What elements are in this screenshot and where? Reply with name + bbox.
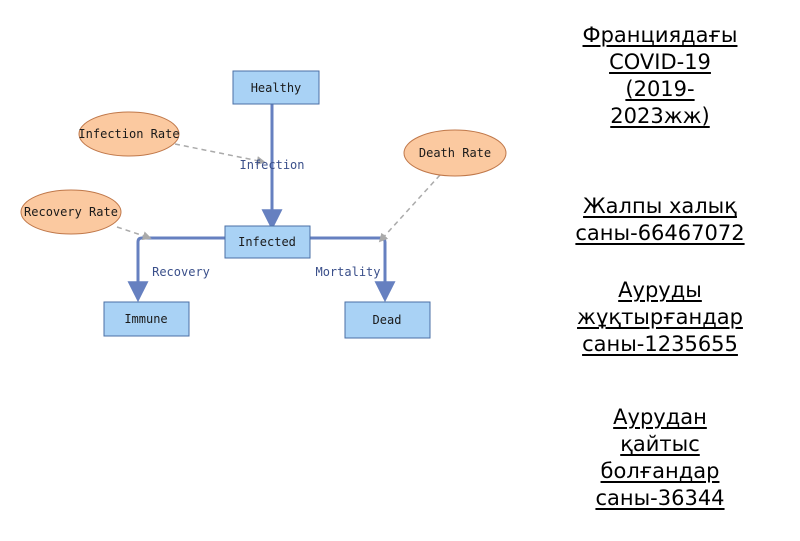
title-line-2: COVID-19 xyxy=(609,50,711,74)
recovery-rate-link xyxy=(116,226,152,240)
deaths-count-block: Аурудан қайтыс болғандар саны-36344 xyxy=(545,404,775,512)
infection-rate-oval: Infection Rate xyxy=(78,111,180,157)
title-line-1: Франциядағы xyxy=(582,23,738,47)
recovery-rate-oval: Recovery Rate xyxy=(20,189,122,235)
recovery-flow-label: Recovery xyxy=(152,265,210,279)
healthy-label: Healthy xyxy=(251,81,302,95)
infected-line-3: саны-1235655 xyxy=(582,332,738,356)
deaths-line-2: қайтыс xyxy=(620,432,700,456)
death-rate-label: Death Rate xyxy=(419,146,491,160)
deaths-line-1: Аурудан xyxy=(613,405,707,429)
infected-count-block: Ауруды жұқтырғандар саны-1235655 xyxy=(545,277,775,358)
infection-rate-link xyxy=(174,143,266,165)
immune-label: Immune xyxy=(124,312,167,326)
title-block: Франциядағы COVID-19 (2019- 2023жж) xyxy=(545,22,775,130)
population-block: Жалпы халық саны-66467072 xyxy=(545,193,775,247)
recovery-rate-label: Recovery Rate xyxy=(24,205,118,219)
infection-flow-label: Infection xyxy=(239,158,304,172)
title-line-3: (2019- xyxy=(625,77,695,101)
deaths-line-3: болғандар xyxy=(600,459,720,483)
infected-line-2: жұқтырғандар xyxy=(577,305,743,329)
population-line-2: саны-66467072 xyxy=(575,221,745,245)
population-line-1: Жалпы халық xyxy=(583,194,737,218)
infected-label: Infected xyxy=(238,235,296,249)
title-line-4: 2023жж) xyxy=(610,104,710,128)
infected-line-1: Ауруды xyxy=(618,278,702,302)
infection-rate-label: Infection Rate xyxy=(78,127,179,141)
immune-node: Immune xyxy=(103,301,190,337)
dead-node: Dead xyxy=(344,301,431,339)
death-rate-link xyxy=(378,174,441,243)
dead-label: Dead xyxy=(373,313,402,327)
healthy-node: Healthy xyxy=(232,70,320,105)
deaths-line-4: саны-36344 xyxy=(595,486,725,510)
mortality-flow-label: Mortality xyxy=(315,265,380,279)
infected-node: Infected xyxy=(224,225,311,259)
death-rate-oval: Death Rate xyxy=(403,129,507,177)
